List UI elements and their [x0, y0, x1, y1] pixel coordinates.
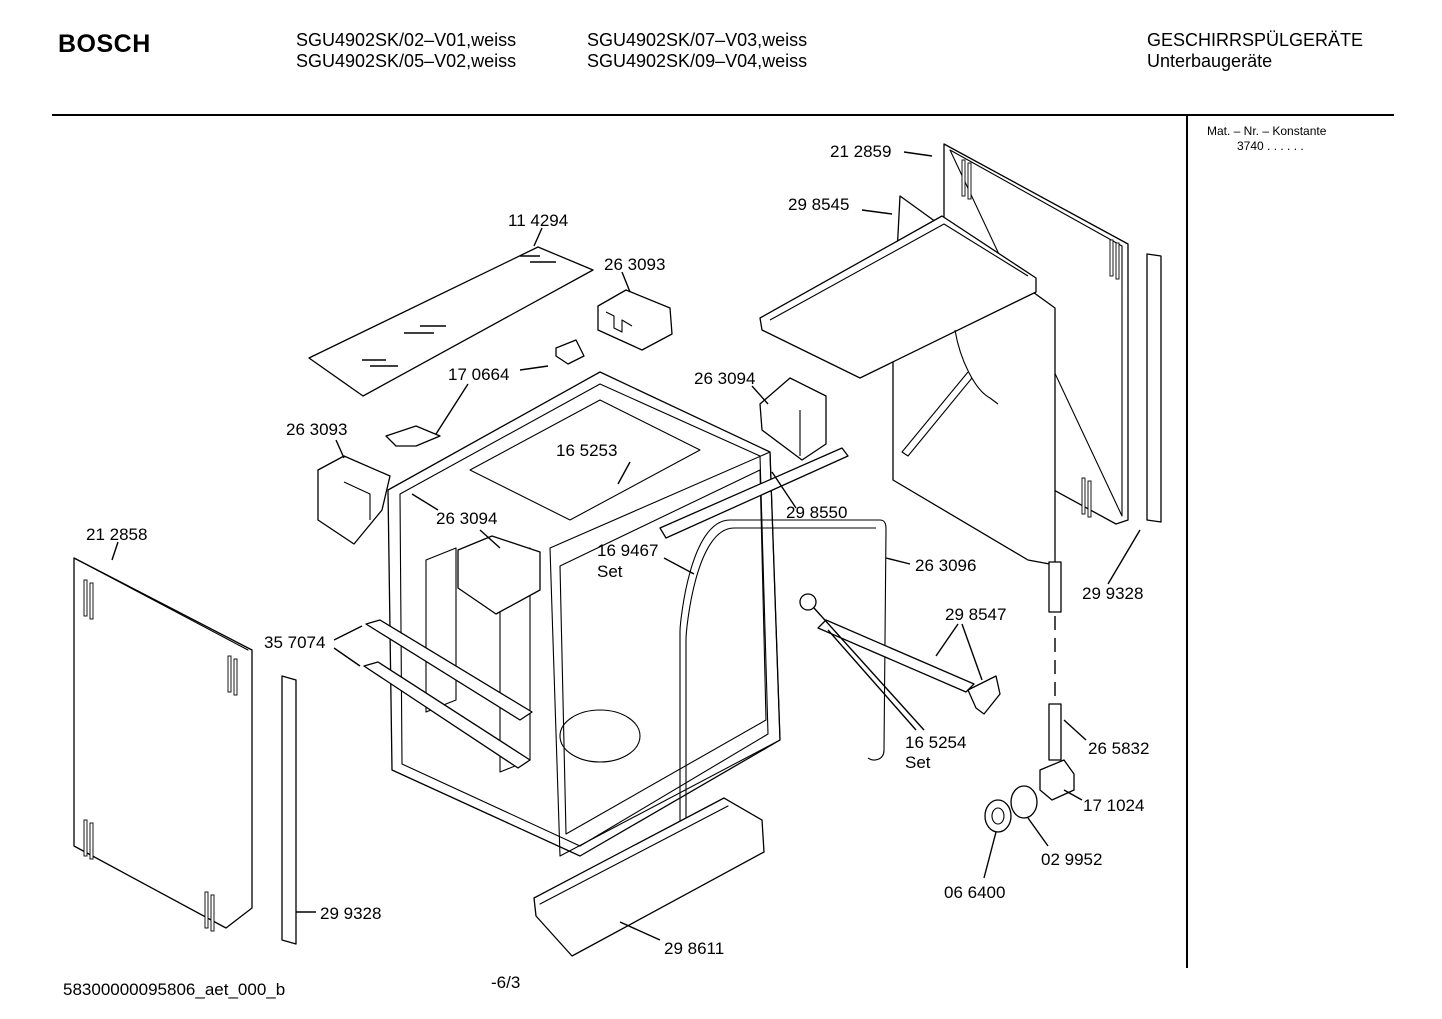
part-label: 29 9328: [1082, 584, 1143, 603]
part-label: 02 9952: [1041, 850, 1102, 869]
part-label: 26 3094: [694, 369, 755, 388]
part-label: 29 8550: [786, 503, 847, 522]
box-263094-top: [759, 377, 827, 461]
part-label: 17 1024: [1083, 796, 1144, 815]
category-subtitle: Unterbaugeräte: [1147, 51, 1273, 71]
side-panel-divider: [1186, 116, 1188, 968]
bracket-170664: [385, 339, 585, 447]
exploded-view-drawing: 21 2859 29 8545 11 4294 26 3093 17 0664 …: [73, 142, 1162, 958]
top-insulation-mat: [308, 246, 594, 397]
left-trim-strip: [281, 675, 297, 945]
part-label: 29 9328: [320, 904, 381, 923]
part-label: 26 3094: [436, 509, 497, 528]
category-block: GESCHIRRSPÜLGERÄTE Unterbaugeräte: [1147, 30, 1363, 72]
plinth-298611: [533, 797, 765, 957]
part-labels: 21 2859 29 8545 11 4294 26 3093 17 0664 …: [86, 142, 1149, 958]
page-number: -6/3: [491, 973, 521, 992]
right-trim-strip: [1146, 253, 1162, 523]
part-label: 21 2859: [830, 142, 891, 161]
header-divider: [52, 114, 1394, 116]
part-label: 29 8611: [664, 939, 724, 958]
material-value: 3740 . . . . . .: [1237, 139, 1304, 153]
model-number: SGU4902SK/09–V04,weiss: [587, 51, 808, 71]
model-number: SGU4902SK/07–V03,weiss: [587, 30, 808, 50]
model-number: SGU4902SK/02–V01,weiss: [296, 30, 517, 50]
part-label: 17 0664: [448, 365, 509, 384]
category-title: GESCHIRRSPÜLGERÄTE: [1147, 30, 1364, 50]
model-number: SGU4902SK/05–V02,weiss: [296, 51, 517, 71]
hose-fittings: [984, 561, 1075, 833]
rear-panel: [759, 195, 1056, 566]
model-list-right: SGU4902SK/07–V03,weiss SGU4902SK/09–V04,…: [587, 30, 807, 72]
part-label: Set: [905, 753, 931, 772]
rail-298550: [659, 447, 849, 539]
leader-lines: [111, 151, 1141, 941]
part-label: 26 3093: [286, 420, 347, 439]
model-list-left: SGU4902SK/02–V01,weiss SGU4902SK/05–V02,…: [296, 30, 516, 72]
part-label: 29 8547: [945, 605, 1006, 624]
material-panel: Mat. – Nr. – Konstante 3740 . . . . . .: [1207, 124, 1326, 154]
part-label: 26 3093: [604, 255, 665, 274]
material-heading: Mat. – Nr. – Konstante: [1207, 124, 1327, 138]
box-263093-left: [317, 455, 391, 545]
document-id: 58300000095806_aet_000_b: [63, 980, 286, 999]
brand-logo: BOSCH: [58, 30, 151, 58]
part-label: 29 8545: [788, 195, 849, 214]
part-label: Set: [597, 562, 623, 581]
part-label: 26 5832: [1088, 739, 1149, 758]
door-seal: [679, 519, 887, 858]
part-label: 21 2858: [86, 525, 147, 544]
part-label: 06 6400: [944, 883, 1005, 902]
rails-357074: [363, 619, 533, 769]
part-label: 16 9467: [597, 541, 658, 560]
part-label: 11 4294: [508, 211, 568, 230]
spray-rod-assembly: [799, 593, 1001, 715]
part-label: 16 5253: [556, 441, 617, 460]
left-side-panel: [73, 557, 253, 932]
part-label: 16 5254: [905, 733, 966, 752]
part-label: 26 3096: [915, 556, 976, 575]
bracket-263093-top: [597, 289, 673, 351]
part-label: 35 7074: [264, 633, 325, 652]
